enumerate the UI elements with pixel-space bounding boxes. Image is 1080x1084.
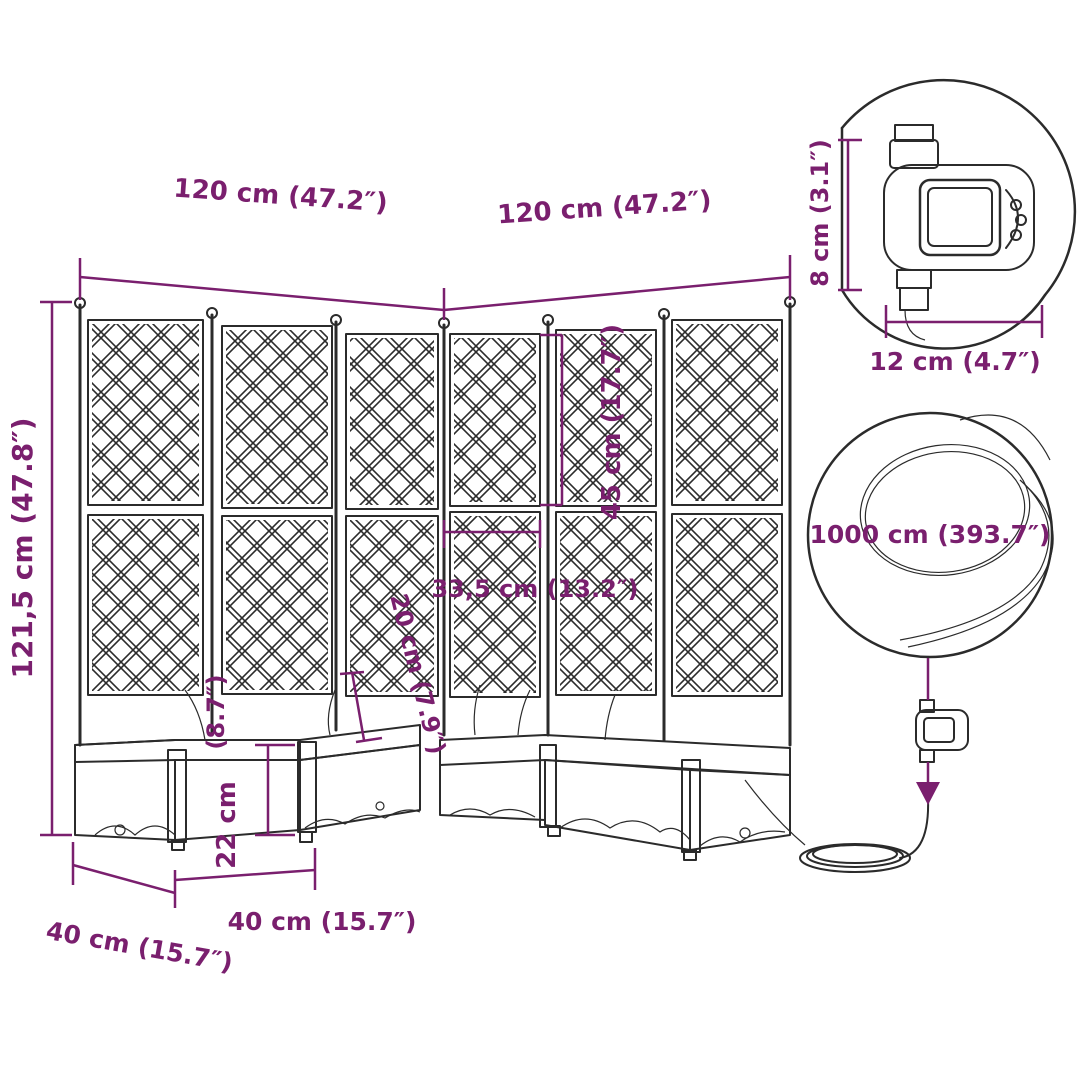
water-timer-detail <box>840 78 1077 350</box>
flow-arrow-icon <box>916 782 940 805</box>
panel-width-label: 33,5 cm (13.2″) <box>431 575 638 603</box>
left-planter-box <box>74 724 421 851</box>
trellis-panel <box>345 515 439 697</box>
depth-left-label: 40 cm (15.7″) <box>44 916 235 977</box>
trellis-panel <box>221 515 333 695</box>
planter-trellis-drawing <box>74 296 806 861</box>
dimension-lines <box>40 138 1044 908</box>
trellis-panel <box>449 333 541 507</box>
trellis-panel <box>555 329 657 507</box>
right-width-label: 120 cm (47.2″) <box>496 186 712 231</box>
trellis-panel <box>87 514 204 696</box>
timer-height-label: 8 cm (3.1″) <box>806 139 834 287</box>
hose-length-label: 1000 cm (393.7″) <box>810 520 1051 549</box>
trellis-panel <box>555 511 657 696</box>
right-planter-box <box>114 734 791 861</box>
drip-lines <box>184 684 806 846</box>
water-timer-icon <box>883 124 1035 341</box>
trellis-panel <box>671 319 783 506</box>
trellis-panel <box>221 325 333 509</box>
hose-coil-icon <box>799 769 930 873</box>
height-label: 121,5 cm (47.8″) <box>6 417 39 678</box>
trellis-panel <box>87 319 204 506</box>
trellis-posts <box>74 296 796 747</box>
trellis-panel <box>671 513 783 697</box>
left-width-label: 120 cm (47.2″) <box>173 174 389 219</box>
lattice-pattern <box>92 324 778 693</box>
trellis-panel <box>345 333 439 510</box>
small-water-timer-icon <box>915 699 969 763</box>
planter-height-cm-label: 22 cm <box>212 781 242 869</box>
timer-width-label: 12 cm (4.7″) <box>869 347 1040 376</box>
upper-panel-label: 45 cm (17.7″) <box>597 324 627 520</box>
hose-detail <box>806 411 1054 659</box>
trellis-gap-label: 20 cm (7.9″) <box>384 591 451 757</box>
planter-height-inch-label: (8.7″) <box>202 674 230 749</box>
depth-front-label: 40 cm (15.7″) <box>228 907 417 936</box>
trellis-panel <box>449 511 541 698</box>
trellis-panels <box>87 319 783 698</box>
